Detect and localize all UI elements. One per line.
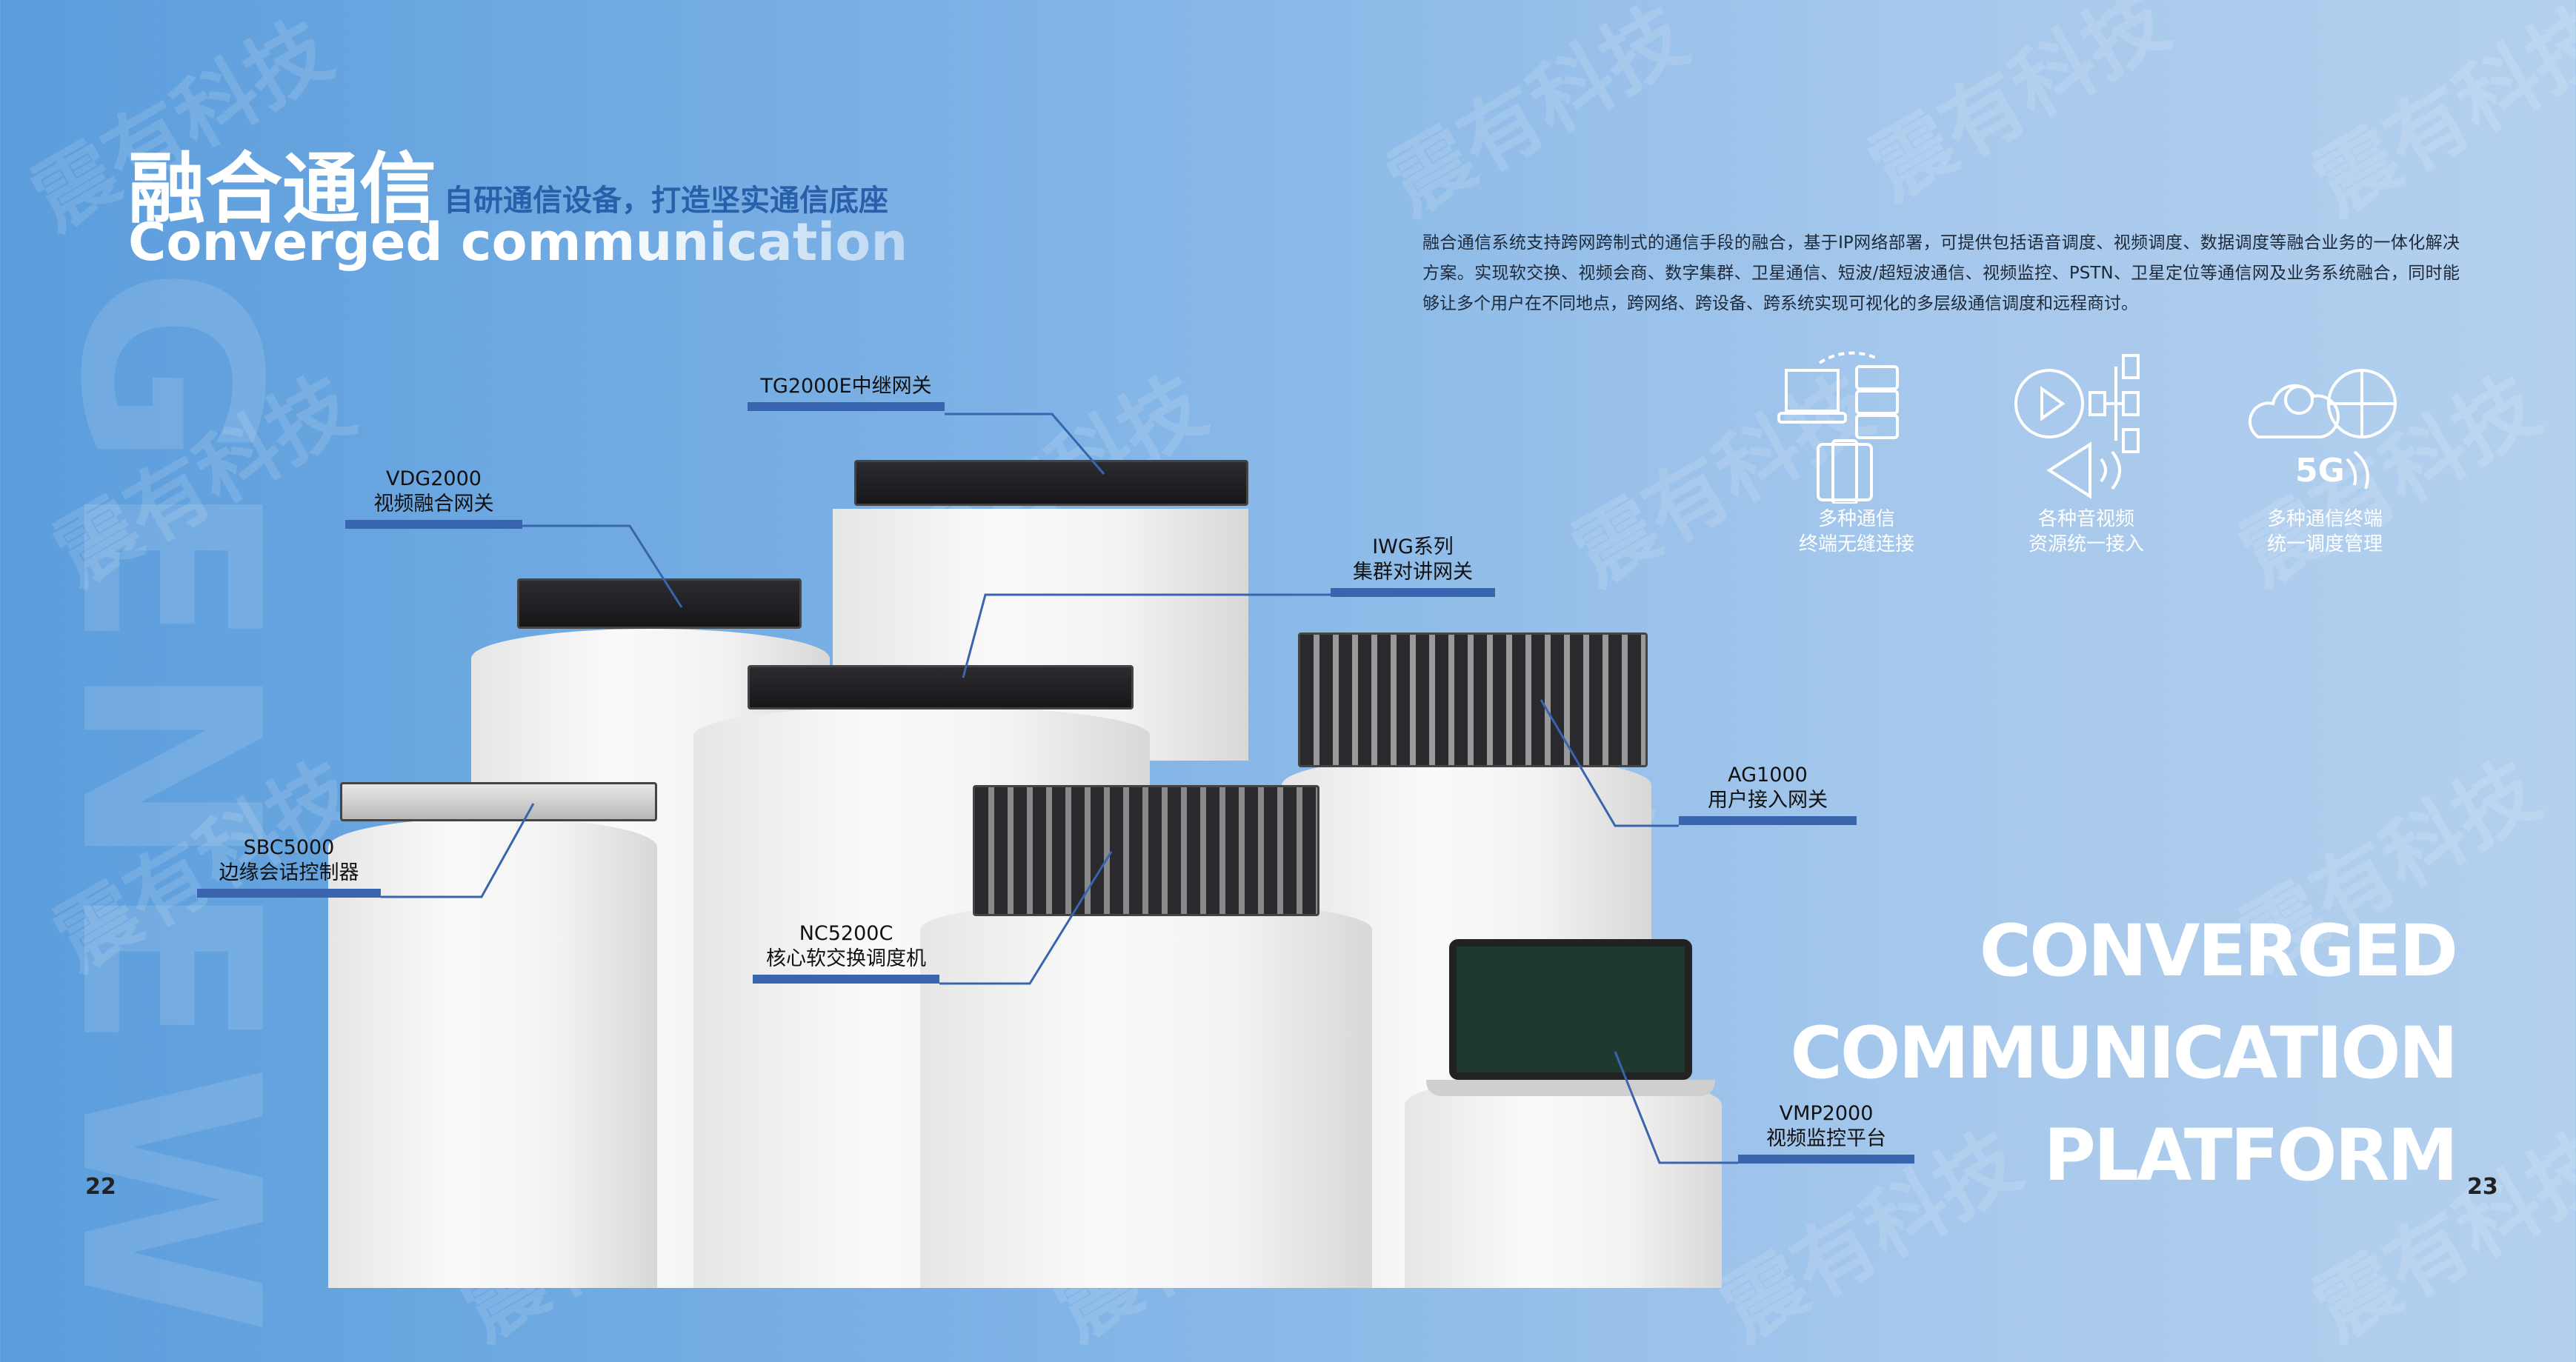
- leader-lines: [381, 413, 1738, 1164]
- intro-paragraph: 融合通信系统支持跨网跨制式的通信手段的融合，基于IP网络部署，可提供包括语音调度…: [1422, 233, 2460, 313]
- tg2000e-device-image: [854, 460, 1248, 506]
- feature-media: 各种音视频 资源统一接入: [1990, 348, 2183, 557]
- platform-line: COMMUNICATION: [1790, 1012, 2458, 1095]
- page-number-right: 23: [2467, 1174, 2498, 1200]
- page-number-left: 22: [85, 1174, 116, 1200]
- product-name: 视频监控平台: [1766, 1127, 1886, 1150]
- product-model: VMP2000: [1779, 1102, 1874, 1125]
- ag1000-device-image: [1298, 632, 1648, 767]
- cloud-5g-icon: 5G: [2248, 369, 2397, 490]
- product-name: 边缘会话控制器: [219, 861, 359, 884]
- media-icon: [2014, 354, 2140, 499]
- feature-label-line2: 资源统一接入: [2028, 533, 2144, 555]
- product-model: TG2000E中继网关: [760, 375, 932, 398]
- feature-label-line2: 统一调度管理: [2266, 533, 2383, 555]
- platform-line: PLATFORM: [2043, 1114, 2458, 1197]
- product-name: 视频融合网关: [373, 493, 494, 515]
- devices-icon: [1777, 351, 1899, 505]
- product-model: AG1000: [1728, 764, 1808, 787]
- product-label-tg2000e: TG2000E中继网关: [748, 374, 945, 411]
- product-model: IWG系列: [1372, 535, 1454, 558]
- feature-label-line1: 多种通信终端: [2266, 508, 2383, 530]
- svg-text:5G: 5G: [2295, 452, 2345, 490]
- nc5200c-device-image: [973, 785, 1319, 916]
- platform-heading: CONVERGED COMMUNICATION PLATFORM: [1790, 900, 2458, 1206]
- laptop-base: [1426, 1080, 1715, 1096]
- pedestal: [920, 900, 1372, 1288]
- product-label-iwg: IWG系列集群对讲网关: [1331, 535, 1495, 597]
- feature-devices: 多种通信 终端无缝连接: [1760, 348, 1953, 557]
- page-title-en: Converged communication: [128, 212, 908, 273]
- product-model: SBC5000: [243, 836, 335, 859]
- page-subtitle: 自研通信设备，打造坚实通信底座: [444, 184, 888, 218]
- product-model: VDG2000: [386, 467, 482, 490]
- feature-label-line2: 终端无缝连接: [1798, 533, 1914, 555]
- product-name: 集群对讲网关: [1353, 561, 1473, 584]
- vdg2000-device-image: [517, 578, 802, 629]
- vmp2000-laptop-image: [1449, 939, 1692, 1080]
- product-label-vdg2000: VDG2000 视频融合网关: [345, 467, 522, 529]
- pedestal: [1405, 1075, 1722, 1288]
- sbc5000-device-image: [340, 782, 657, 821]
- feature-label-line1: 各种音视频: [2037, 508, 2134, 530]
- product-name: 核心软交换调度机: [766, 947, 926, 970]
- page-title: 融合通信: [128, 144, 437, 234]
- iwg-device-image: [748, 665, 1134, 710]
- platform-line: CONVERGED: [1979, 909, 2458, 992]
- product-name: 用户接入网关: [1708, 789, 1828, 812]
- product-model: NC5200C: [799, 922, 893, 945]
- feature-cloud-5g: 5G 多种通信终端 统一调度管理: [2229, 348, 2421, 557]
- feature-label-line1: 多种通信: [1817, 508, 1895, 530]
